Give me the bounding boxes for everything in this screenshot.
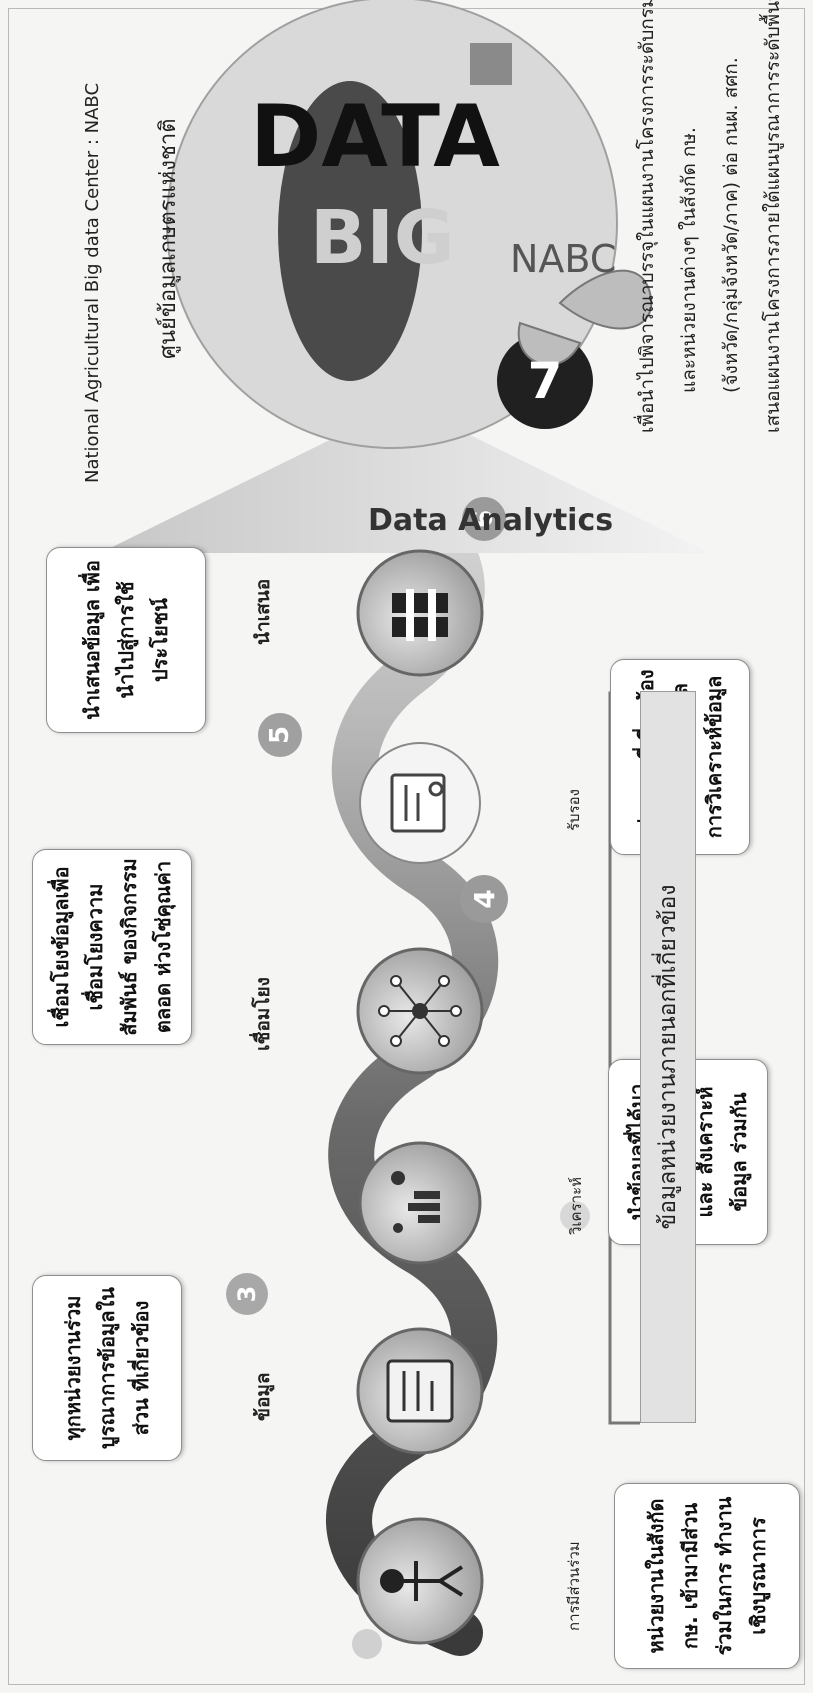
presentation-icon [392, 589, 448, 641]
step7-line-3: และหน่วยงานต่างๆ ในสังกัด กษ. [678, 127, 700, 393]
step5-number-badge: 5 [258, 713, 302, 757]
step3-label: วิเคราะห์ [567, 1176, 585, 1235]
step4-description: เชื่อมโยงข้อมูลเพื่อ เชื่อมโยงความสัมพัน… [49, 858, 175, 1036]
network-icon [378, 975, 462, 1047]
step1-description-box: หน่วยงานในสังกัด กษ. เข้ามามีส่วนร่วมในก… [614, 1483, 800, 1669]
step6-description: นำเสนอข้อมูล เพื่อนำไปสู่การใช้ ประโยชน์ [80, 560, 172, 720]
step1-description: หน่วยงานในสังกัด กษ. เข้ามามีส่วนร่วมในก… [644, 1496, 770, 1656]
step4-number-badge: 4 [460, 875, 508, 923]
center-name-english: National Agricultural Big data Center : … [82, 82, 103, 483]
step7-line-4: เพื่อนำไปพิจารณาบรรจุในแผนงานโครงการระดั… [636, 0, 658, 433]
step5-label: รับรอง [565, 789, 583, 831]
step4-description-box: เชื่อมโยงข้อมูลเพื่อ เชื่อมโยงความสัมพัน… [32, 849, 192, 1045]
step7-line-2: (จังหวัด/กลุ่มจังหวัด/ภาค) ต่อ กนผ. สศก. [720, 57, 742, 393]
people-icon [380, 1561, 464, 1601]
step3-number-badge: 3 [226, 1273, 268, 1315]
step6-description-box: นำเสนอข้อมูล เพื่อนำไปสู่การใช้ ประโยชน์ [46, 547, 206, 733]
step1-label: การมีส่วนร่วม [565, 1541, 583, 1631]
step7-line-1: เสนอแผนงานโครงการภายใต้แผนบูรณาการระดับพ… [762, 0, 784, 433]
data-analytics-title: Data Analytics [368, 503, 614, 538]
nabc-logo-text: NABC [510, 237, 617, 281]
step2-description-box: ทุกหน่วยงานร่วม บูรณาการข้อมูลในส่วน ที่… [32, 1275, 182, 1461]
step1-number-badge [352, 1629, 382, 1659]
external-data-bar: ข้อมูลหน่วยงานภายนอกที่เกี่ยวข้อง [640, 691, 696, 1423]
data-text: DATA [250, 87, 500, 187]
certificate-icon [390, 773, 446, 833]
center-name-thai: ศูนย์ข้อมูลเกษตรแห่งชาติ [156, 118, 181, 359]
data-analytics-triangle [100, 403, 710, 553]
big-text: BIG [310, 195, 455, 281]
step7-number: 7 [527, 352, 563, 410]
document-icon [386, 1359, 454, 1423]
step6-label: นำเสนอ [252, 578, 274, 645]
step2-label: ข้อมูล [252, 1372, 274, 1421]
external-data-label: ข้อมูลหน่วยงานภายนอกที่เกี่ยวข้อง [655, 884, 681, 1230]
step4-label: เชื่อมโยง [252, 977, 274, 1051]
analytics-icon [391, 1171, 440, 1233]
step2-description: ทุกหน่วยงานร่วม บูรณาการข้อมูลในส่วน ที่… [61, 1287, 153, 1449]
